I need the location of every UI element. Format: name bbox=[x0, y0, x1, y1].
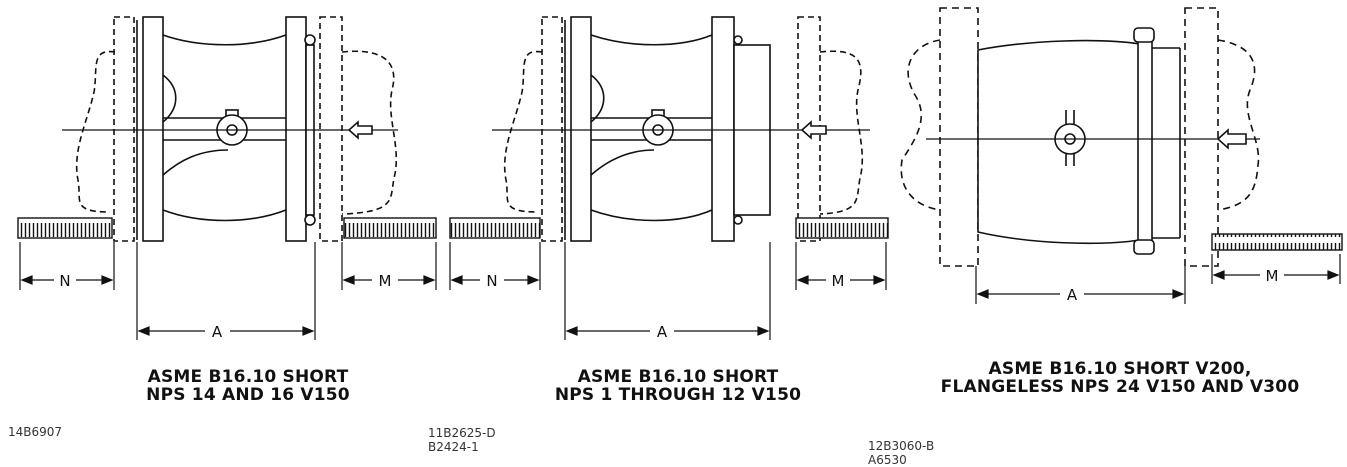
downstream-pipe-outline bbox=[819, 50, 864, 215]
left-valve-flange bbox=[570, 16, 592, 242]
drawing-ref-panel-2: 11B2625-D B2424-1 bbox=[428, 426, 496, 454]
upstream-pipe-outline bbox=[75, 50, 116, 213]
valve-seat-ring bbox=[1137, 39, 1153, 245]
dim-label-m: M bbox=[379, 272, 392, 290]
left-mating-flange bbox=[113, 16, 135, 242]
upstream-pipe-outline bbox=[900, 39, 941, 211]
caption-line: NPS 14 AND 16 V150 bbox=[146, 385, 350, 405]
caption-panel-2: ASME B16.10 SHORT NPS 1 THROUGH 12 V150 bbox=[528, 368, 828, 404]
drawing-number: B2424-1 bbox=[428, 440, 479, 454]
caption-panel-1: ASME B16.10 SHORT NPS 14 AND 16 V150 bbox=[133, 368, 363, 404]
dim-label-a: A bbox=[212, 323, 223, 341]
flow-arrow bbox=[347, 120, 373, 140]
downstream-pipe-stub bbox=[1211, 233, 1343, 251]
downstream-pipe-outline bbox=[1217, 39, 1260, 211]
drawing-ref-panel-3: 12B3060-B A6530 bbox=[868, 439, 934, 467]
drawing-panel-1: N A M bbox=[17, 16, 437, 341]
right-mating-flange bbox=[319, 16, 343, 242]
right-mating-flange bbox=[1184, 7, 1219, 267]
flow-arrow bbox=[800, 120, 827, 140]
caption-line: ASME B16.10 SHORT bbox=[147, 367, 349, 387]
caption-line: ASME B16.10 SHORT bbox=[577, 367, 779, 387]
drawing-panel-3: A M bbox=[900, 7, 1343, 304]
dim-label-a: A bbox=[1067, 286, 1078, 304]
flow-arrow bbox=[1216, 128, 1247, 150]
dim-label-a: A bbox=[657, 323, 668, 341]
right-valve-flange bbox=[285, 16, 307, 242]
caption-line: NPS 1 THROUGH 12 V150 bbox=[554, 385, 802, 405]
downstream-pipe-outline bbox=[341, 50, 398, 215]
upstream-pipe-stub bbox=[17, 217, 113, 239]
upstream-pipe-stub bbox=[449, 217, 541, 239]
drawing-ref-panel-1: 14B6907 bbox=[8, 425, 62, 439]
valve-body bbox=[162, 34, 287, 222]
dim-label-n: N bbox=[59, 272, 70, 290]
downstream-pipe-stub bbox=[343, 217, 437, 239]
caption-line: ASME B16.10 SHORT V200, bbox=[988, 359, 1252, 379]
drawing-number: 12B3060-B bbox=[868, 439, 935, 453]
dim-label-m: M bbox=[1266, 267, 1279, 285]
dim-label-m: M bbox=[832, 272, 845, 290]
drawing-panel-2: N A M bbox=[449, 16, 889, 341]
drawing-number: 11B2625-D bbox=[428, 426, 496, 440]
caption-line: FLANGELESS NPS 24 V150 AND V300 bbox=[940, 377, 1300, 397]
left-valve-flange bbox=[142, 16, 164, 242]
drawing-number: A6530 bbox=[868, 453, 907, 467]
valve-body bbox=[590, 34, 713, 222]
drawing-number: 14B6907 bbox=[8, 425, 63, 439]
dim-label-n: N bbox=[486, 272, 497, 290]
left-mating-flange bbox=[939, 7, 979, 267]
caption-panel-3: ASME B16.10 SHORT V200, FLANGELESS NPS 2… bbox=[925, 360, 1315, 396]
downstream-pipe-stub bbox=[795, 217, 889, 239]
right-valve-flange bbox=[711, 16, 735, 242]
left-mating-flange bbox=[541, 16, 563, 242]
upstream-pipe-outline bbox=[503, 50, 543, 213]
